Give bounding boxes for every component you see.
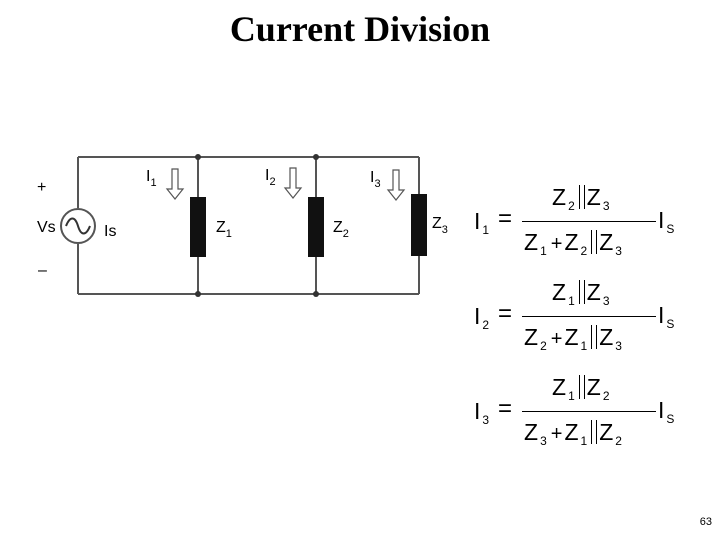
denominator-z1-subscript: 1 <box>580 434 588 448</box>
impedance-z1 <box>190 197 206 257</box>
branch1-current-label: I1 <box>146 168 157 189</box>
page-number: 63 <box>699 516 712 528</box>
slide-title: Current Division <box>229 9 491 49</box>
equation-rhs-is-subscript: S <box>666 317 675 331</box>
plus-operator: + <box>550 423 563 445</box>
parallel-symbol <box>578 375 585 399</box>
equation-lhs-subscript: 3 <box>482 413 490 427</box>
denominator-z2-subscript: 2 <box>615 434 622 448</box>
equals-sign: = <box>498 300 513 327</box>
numerator-z2-subscript: 2 <box>602 389 610 403</box>
minus-sign: – <box>38 262 47 279</box>
equation-rhs-is-subscript: S <box>666 222 675 236</box>
current-arrows <box>165 167 406 201</box>
fraction-bar <box>522 411 656 412</box>
fraction-bar <box>522 316 656 317</box>
parallel-symbol <box>591 325 598 349</box>
denominator-z2-subscript: 2 <box>540 339 547 353</box>
current-arrow-1-icon <box>165 168 185 200</box>
z2-label: Z2 <box>333 219 349 240</box>
equation-lhs-subscript: 2 <box>482 318 490 332</box>
numerator-z1-subscript: 1 <box>568 389 575 403</box>
branch3-current-label: I3 <box>370 169 381 190</box>
z1-label: Z1 <box>216 219 232 240</box>
numerator-z3-subscript: 3 <box>602 294 610 308</box>
plus-operator: + <box>550 328 563 350</box>
current-arrow-2-icon <box>283 167 303 199</box>
branch2-current-label: I2 <box>265 167 276 188</box>
ac-source-icon <box>60 208 96 244</box>
parallel-symbol <box>591 230 598 254</box>
source-voltage-label: Vs <box>37 219 56 236</box>
current-arrow-3-icon <box>386 169 406 201</box>
denominator-z3-subscript: 3 <box>615 339 622 353</box>
junction-dots <box>195 154 319 297</box>
junction-dot <box>195 154 201 160</box>
junction-dot <box>313 291 319 297</box>
junction-dot <box>195 291 201 297</box>
numerator-z2-subscript: 2 <box>568 199 575 213</box>
parallel-symbol <box>578 280 585 304</box>
plus-sign: + <box>37 179 46 196</box>
denominator-z1-subscript: 1 <box>540 244 547 258</box>
numerator-z1-subscript: 1 <box>568 294 575 308</box>
junction-dot <box>313 154 319 160</box>
numerator-z3-subscript: 3 <box>602 199 610 213</box>
circuit-diagram: + – Vs Is I1 I2 I3 Z1 Z2 Z3 <box>37 154 448 297</box>
impedance-z2 <box>308 197 324 257</box>
parallel-symbol <box>578 185 585 209</box>
denominator-z2-subscript: 2 <box>580 244 588 258</box>
circuit-wires <box>77 156 420 295</box>
denominator-z3-subscript: 3 <box>540 434 547 448</box>
fraction-bar <box>522 221 656 222</box>
equation-rhs-is-subscript: S <box>666 412 675 426</box>
plus-operator: + <box>550 233 563 255</box>
equals-sign: = <box>498 395 513 422</box>
z3-label: Z3 <box>432 215 448 236</box>
parallel-symbol <box>591 420 598 444</box>
denominator-z3-subscript: 3 <box>615 244 622 258</box>
denominator-z1-subscript: 1 <box>580 339 588 353</box>
impedance-z3 <box>411 194 427 256</box>
equation-lhs-subscript: 1 <box>482 223 490 237</box>
source-current-label: Is <box>104 223 116 240</box>
equals-sign: = <box>498 205 513 232</box>
